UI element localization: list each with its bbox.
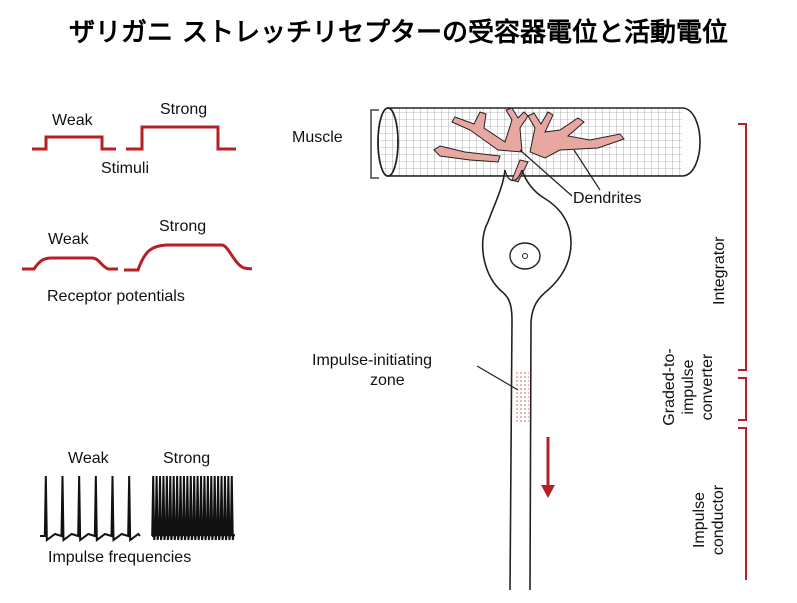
impulse-weak-trace <box>40 475 141 542</box>
page-title: ザリガニ ストレッチリセプターの受容器電位と活動電位 <box>68 18 729 48</box>
neuron-cell <box>481 169 572 591</box>
receptor-caption: Receptor potentials <box>47 288 185 305</box>
stimuli-weak-label: Weak <box>52 112 93 129</box>
dendrites-leader-1 <box>519 149 573 197</box>
spike-path <box>40 475 141 542</box>
stimuli-caption: Stimuli <box>101 160 150 177</box>
impulse-zone-leader <box>476 365 519 391</box>
dendrites-label: Dendrites <box>573 190 642 207</box>
muscle-label: Muscle <box>292 129 343 146</box>
dendrites <box>433 107 625 183</box>
receptor-weak-label: Weak <box>48 231 89 248</box>
conductor-bracket <box>738 427 747 580</box>
muscle-bracket <box>370 109 379 179</box>
stimulus-weak-trace <box>32 135 116 151</box>
impulse-initiating-label-line2: zone <box>370 372 405 389</box>
integrator-bracket <box>738 123 747 371</box>
receptor-strong-trace <box>124 243 253 272</box>
conduction-arrow <box>541 437 555 498</box>
stimuli-strong-label: Strong <box>160 101 208 118</box>
receptor-strong-label: Strong <box>159 218 207 235</box>
impulse-weak-label: Weak <box>68 450 109 467</box>
impulse-initiating-zone-marker <box>514 372 529 424</box>
converter-bracket <box>738 377 747 421</box>
stimulus-strong-trace <box>126 125 236 151</box>
receptor-weak-trace <box>22 256 118 271</box>
spike-path <box>151 475 235 541</box>
impulse-caption: Impulse frequencies <box>48 549 192 566</box>
impulse-strong-trace <box>151 475 235 541</box>
impulse-strong-label: Strong <box>163 450 211 467</box>
impulse-initiating-label-line1: Impulse-initiating <box>312 352 433 369</box>
dendrites-leader-2 <box>573 149 601 191</box>
nucleus <box>509 242 541 270</box>
